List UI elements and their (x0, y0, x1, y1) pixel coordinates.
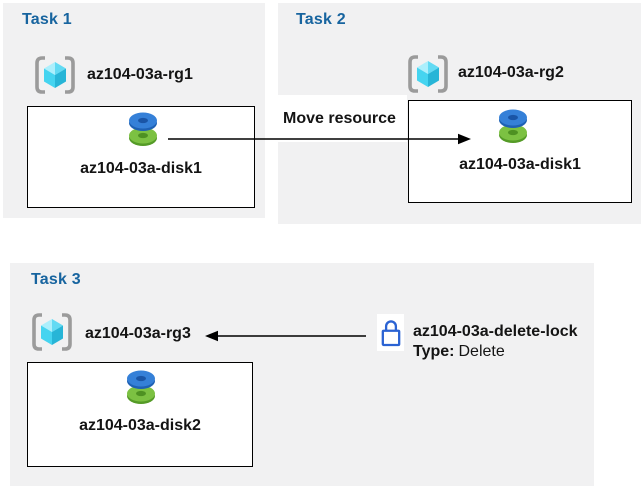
task2-title: Task 2 (296, 11, 346, 28)
task3-resource-group-label: az104-03a-rg3 (85, 325, 191, 342)
task1-disk-label: az104-03a-disk1 (80, 160, 202, 177)
task1-resource-group-label: az104-03a-rg1 (87, 66, 193, 83)
lock-type-label: Type: (413, 343, 455, 360)
task3-title: Task 3 (31, 271, 81, 288)
task3-disk-label: az104-03a-disk2 (79, 417, 201, 434)
resource-group-icon (30, 312, 74, 352)
resource-group-icon (406, 54, 450, 94)
delete-lock-text: az104-03a-delete-lock Type:Delete (413, 322, 578, 362)
delete-lock-name: az104-03a-delete-lock (413, 323, 578, 340)
disk-icon (492, 104, 534, 153)
move-resource-label-box: Move resource (265, 95, 407, 142)
lock-type-value: Delete (458, 343, 505, 360)
delete-lock-icon (377, 314, 404, 351)
task2-resource-group-label: az104-03a-rg2 (458, 64, 564, 81)
move-resource-label: Move resource (283, 109, 396, 127)
disk-icon (122, 107, 164, 156)
disk-icon (120, 365, 162, 414)
task2-disk-label: az104-03a-disk1 (459, 156, 581, 173)
resource-group-icon (33, 55, 77, 95)
task1-title: Task 1 (22, 11, 72, 28)
delete-lock-type: Type:Delete (413, 342, 578, 362)
